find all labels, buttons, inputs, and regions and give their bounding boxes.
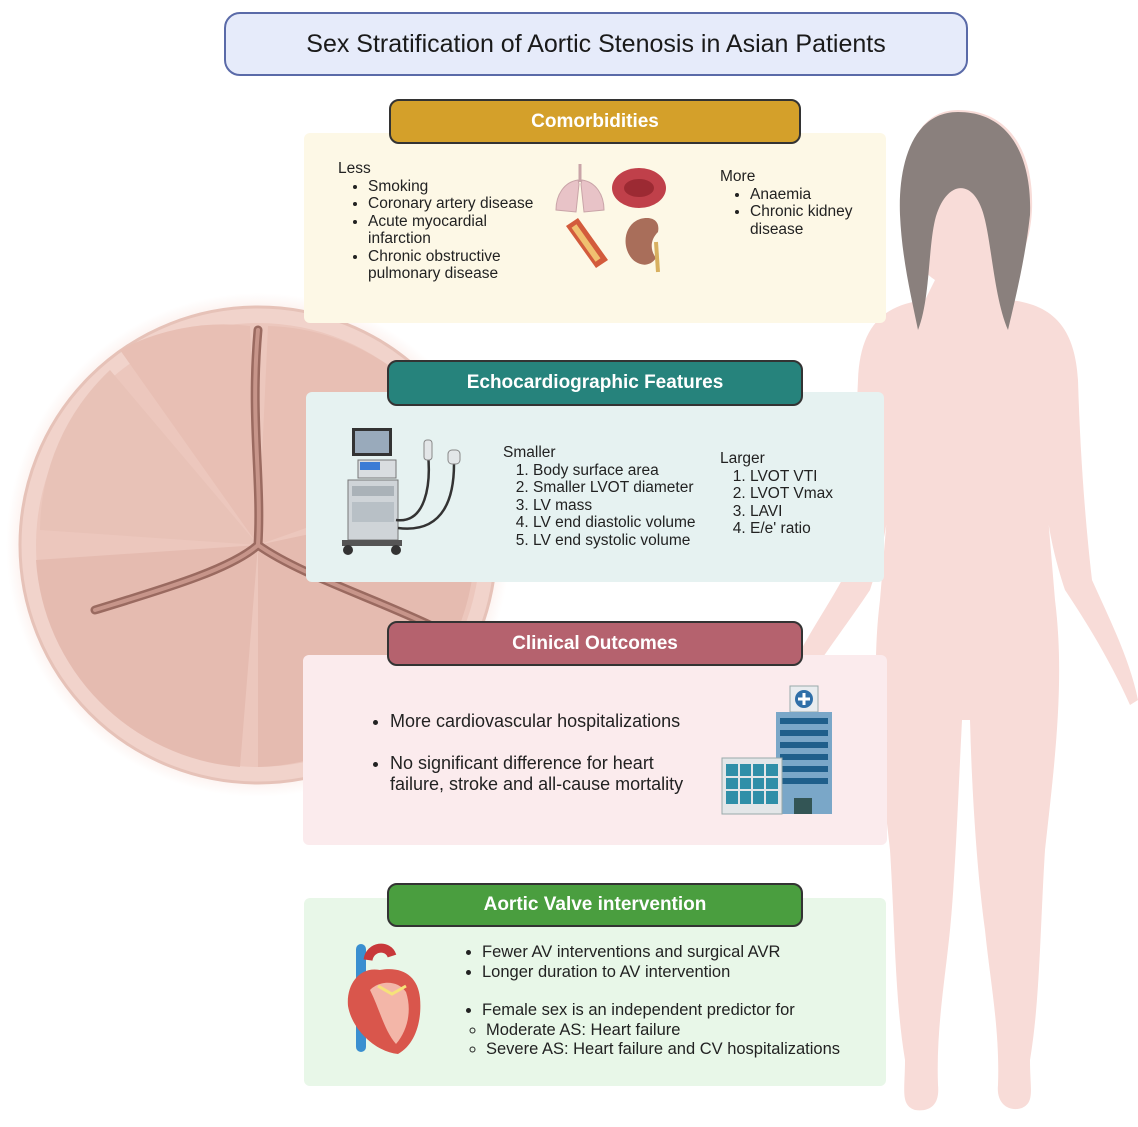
less-item: Smoking	[368, 178, 538, 196]
echo-smaller: Smaller Body surface area Smaller LVOT d…	[503, 444, 713, 549]
echo-panel	[306, 392, 884, 582]
echo-header: Echocardiographic Features	[387, 360, 803, 406]
comorbidities-less: Less Smoking Coronary artery disease Acu…	[338, 160, 538, 283]
intervention-item: Female sex is an independent predictor f…	[482, 1001, 842, 1021]
echo-larger: Larger LVOT VTI LVOT Vmax LAVI E/e' rati…	[720, 450, 870, 538]
female-body-silhouette	[780, 110, 1138, 1111]
ultrasound-machine-icon	[342, 428, 461, 555]
intervention-item: Fewer AV interventions and surgical AVR	[482, 943, 842, 963]
more-label: More	[720, 168, 756, 185]
heart-icon	[347, 943, 421, 1054]
larger-item: E/e' ratio	[750, 520, 870, 538]
more-item: Chronic kidney disease	[750, 203, 880, 238]
smaller-item: Body surface area	[533, 462, 713, 480]
outcomes-header: Clinical Outcomes	[387, 621, 803, 666]
smaller-item: LV end diastolic volume	[533, 514, 713, 532]
smaller-item: LV end systolic volume	[533, 532, 713, 550]
page-title: Sex Stratification of Aortic Stenosis in…	[224, 12, 968, 76]
outcome-item: More cardiovascular hospitalizations	[390, 711, 710, 732]
comorbidities-more: More Anaemia Chronic kidney disease	[720, 168, 880, 238]
less-label: Less	[338, 160, 371, 177]
larger-item: LVOT Vmax	[750, 485, 870, 503]
larger-item: LVOT VTI	[750, 468, 870, 486]
artery-plaque-icon	[566, 218, 608, 268]
larger-label: Larger	[720, 450, 765, 467]
intervention-header: Aortic Valve intervention	[387, 883, 803, 927]
intervention-list: Fewer AV interventions and surgical AVR …	[452, 943, 842, 1060]
intervention-sub-item: Moderate AS: Heart failure	[486, 1021, 842, 1041]
lungs-icon	[555, 164, 605, 213]
comorbidities-header: Comorbidities	[389, 99, 801, 144]
kidney-icon	[625, 218, 660, 273]
smaller-item: Smaller LVOT diameter	[533, 479, 713, 497]
red-blood-cell-icon	[612, 168, 666, 208]
smaller-item: LV mass	[533, 497, 713, 515]
less-item: Acute myocardial infarction	[368, 213, 538, 248]
larger-item: LAVI	[750, 503, 870, 521]
comorbidity-icons	[555, 164, 666, 273]
intervention-item: Longer duration to AV intervention	[482, 963, 842, 983]
hospital-icon	[721, 685, 832, 815]
smaller-label: Smaller	[503, 444, 556, 461]
more-item: Anaemia	[750, 186, 880, 204]
intervention-sub-item: Severe AS: Heart failure and CV hospital…	[486, 1040, 842, 1060]
comorbidities-panel	[304, 133, 886, 323]
outcome-item: No significant difference for heart fail…	[390, 753, 710, 795]
less-item: Chronic obstructive pulmonary disease	[368, 248, 538, 283]
less-item: Coronary artery disease	[368, 195, 538, 213]
outcomes-list: More cardiovascular hospitalizations No …	[370, 711, 710, 795]
